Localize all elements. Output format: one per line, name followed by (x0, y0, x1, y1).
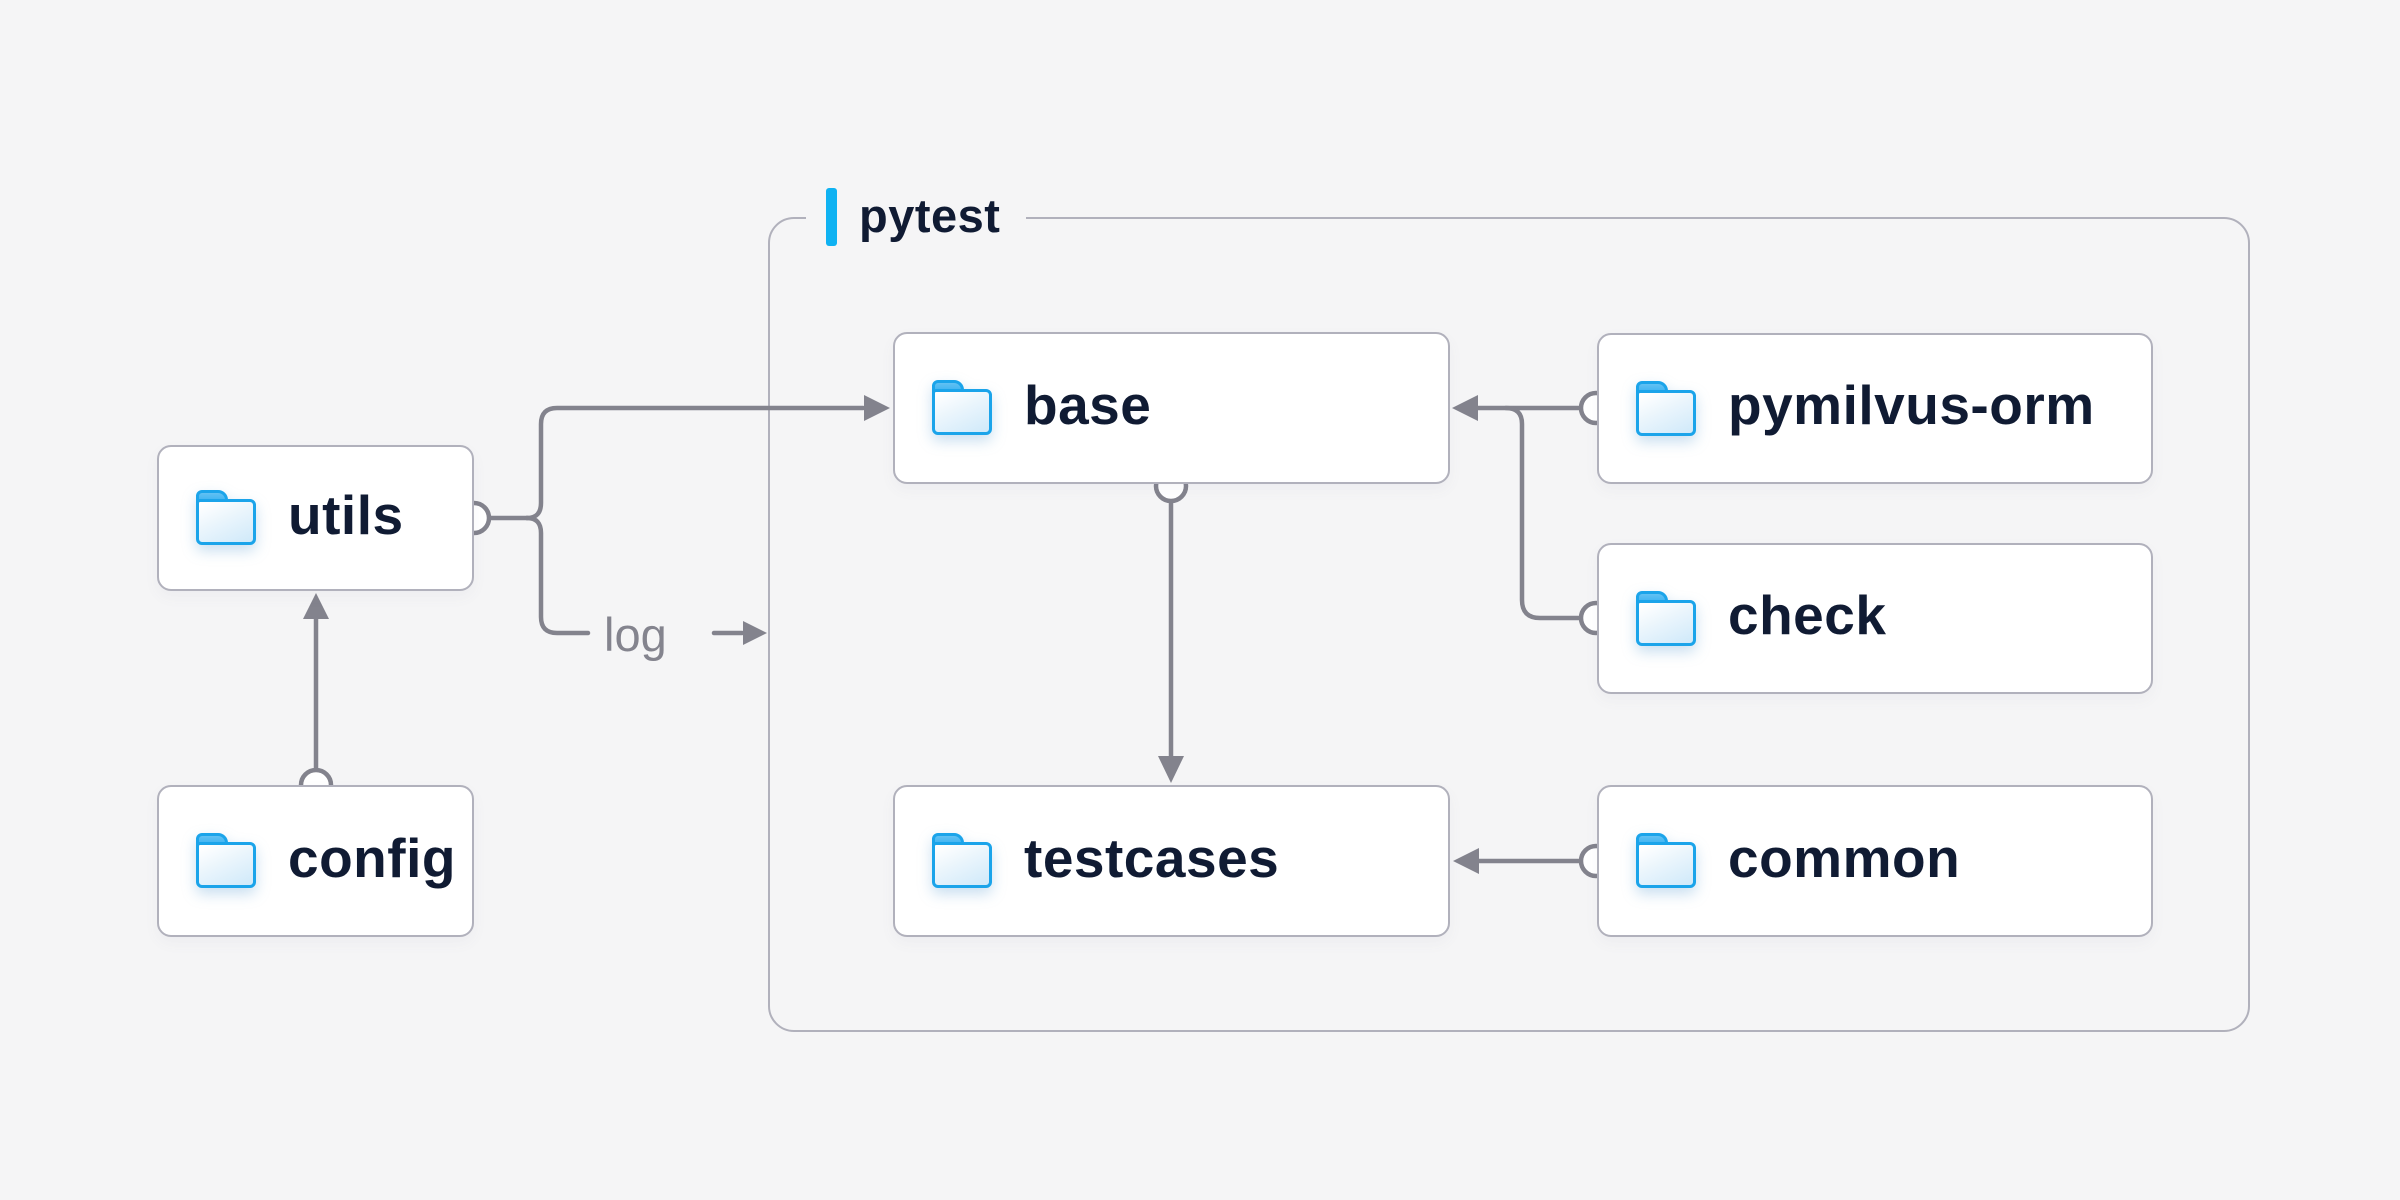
folder-body (932, 389, 992, 435)
node-label-check: check (1728, 584, 1887, 646)
node-label-testcases: testcases (1024, 826, 1280, 889)
pytest-group-title: pytest (859, 188, 1001, 242)
edge-config-to-utils (298, 593, 334, 803)
folder-icon (1636, 833, 1700, 889)
folder-body (1636, 599, 1696, 646)
node-common: common (1597, 785, 2153, 937)
node-label-utils: utils (288, 483, 404, 546)
folder-icon (196, 833, 260, 889)
edge-log-to-pytest (711, 621, 767, 645)
node-pymilvus-orm: pymilvus-orm (1597, 333, 2153, 484)
folder-icon (1636, 380, 1700, 437)
node-utils: utils (157, 445, 474, 591)
node-label-config: config (288, 826, 456, 889)
folder-body (1636, 389, 1696, 436)
edge-label-log: log (604, 608, 667, 661)
node-testcases: testcases (893, 785, 1450, 937)
node-label-common: common (1728, 826, 1961, 889)
folder-icon (1636, 590, 1700, 647)
node-label-base: base (1024, 373, 1152, 436)
pytest-group-label: pytest (806, 184, 1027, 250)
node-config: config (157, 785, 474, 937)
pytest-group-container (768, 217, 2250, 1032)
folder-body (196, 842, 256, 888)
folder-body (1636, 842, 1696, 888)
node-base: base (893, 332, 1450, 484)
node-check: check (1597, 543, 2153, 694)
folder-body (196, 499, 256, 545)
folder-body (932, 842, 992, 888)
folder-icon (932, 833, 996, 889)
pytest-label-accent-bar (826, 188, 837, 246)
node-label-pymilvus-orm: pymilvus-orm (1728, 374, 2095, 436)
folder-icon (932, 380, 996, 436)
folder-icon (196, 490, 260, 546)
